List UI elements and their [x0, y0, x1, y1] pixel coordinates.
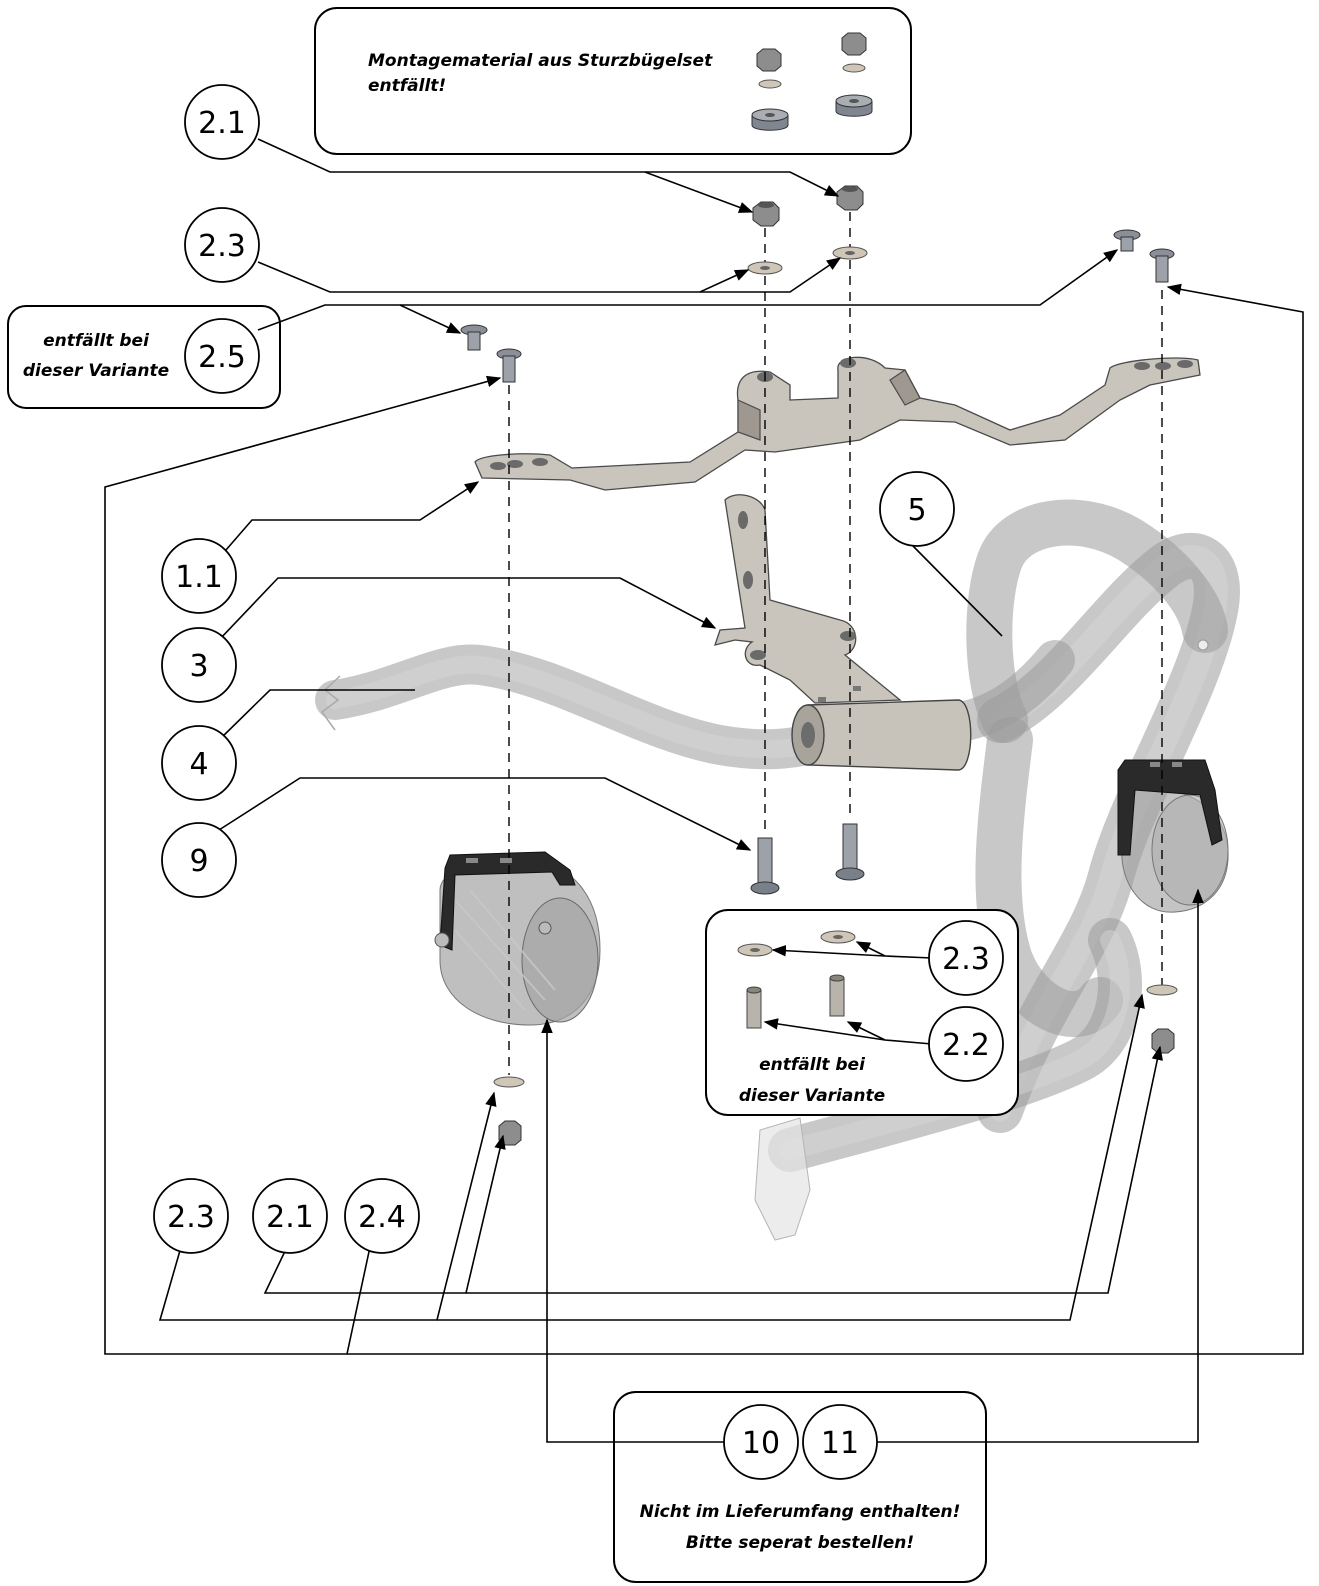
clamp-sleeve [791, 699, 972, 771]
svg-text:9: 9 [189, 844, 208, 879]
balloon-2-4: 2.4 [344, 1178, 420, 1254]
bracket-part-3 [714, 494, 902, 704]
icon-washer-1 [758, 79, 782, 89]
note-left-line2: dieser Variante [23, 361, 169, 381]
balloon-4: 4 [161, 725, 237, 801]
bolt-9-b [835, 823, 865, 881]
svg-text:1.1: 1.1 [175, 560, 223, 595]
lamp-left [434, 851, 601, 1026]
crash-bar-part-5 [754, 499, 1240, 1241]
washer-2-3-a [747, 261, 783, 275]
bolt-left-top [496, 348, 522, 383]
note-middle-line1: entfällt bei [759, 1055, 866, 1075]
note-left-line1: entfällt bei [43, 331, 150, 351]
balloon-5: 5 [879, 471, 955, 547]
nut-bottom-right [1151, 1028, 1175, 1054]
balloon-2-5: 2.5 [184, 318, 260, 394]
balloon-3: 3 [161, 627, 237, 703]
balloon-11: 11 [802, 1404, 878, 1480]
balloon-2-1-bottom: 2.1 [252, 1178, 328, 1254]
note-middle-line2: dieser Variante [739, 1086, 885, 1106]
note-top-line1: Montagematerial aus Sturzbügelset [368, 51, 713, 71]
icon-washer-mid-2 [820, 930, 856, 944]
hardware [460, 185, 1178, 1146]
icon-washer-2 [842, 63, 866, 73]
icon-bolt-mid-1 [746, 986, 762, 1029]
nut-2-1-a [752, 201, 780, 227]
note-top: Montagematerial aus Sturzbügelset entfäl… [314, 7, 912, 155]
bolt-right-top [1149, 248, 1175, 283]
svg-text:2.3: 2.3 [198, 229, 246, 264]
bolt-9-a [750, 837, 780, 895]
svg-text:2.1: 2.1 [198, 106, 246, 141]
svg-text:2.3: 2.3 [167, 1200, 215, 1235]
icon-spacer-1 [751, 108, 789, 131]
note-bottom-line1: Nicht im Lieferumfang enthalten! [640, 1502, 961, 1522]
icon-nut-1 [756, 48, 782, 72]
svg-text:2.3: 2.3 [942, 942, 990, 977]
nut-2-1-b [836, 185, 864, 211]
svg-text:2.1: 2.1 [266, 1200, 314, 1235]
note-bottom-line2: Bitte seperat bestellen! [686, 1533, 914, 1553]
note-top-line2: entfällt! [368, 76, 446, 96]
lamp-right [1117, 759, 1229, 913]
note-bottom: Nicht im Lieferumfang enthalten! Bitte s… [613, 1391, 987, 1583]
icon-washer-mid-1 [737, 943, 773, 957]
icon-nut-2 [841, 32, 867, 56]
svg-text:5: 5 [907, 493, 926, 528]
balloon-2-2: 2.2 [928, 1006, 1004, 1082]
washer-bottom-left [493, 1076, 525, 1088]
icon-spacer-2 [835, 94, 873, 117]
assembly-axes [508, 212, 1163, 1075]
svg-text:2.2: 2.2 [942, 1028, 990, 1063]
washer-2-3-b [832, 246, 868, 260]
balloon-2-1-top: 2.1 [184, 84, 260, 160]
svg-text:3: 3 [189, 649, 208, 684]
screw-2-5-a [460, 324, 488, 351]
balloon-9: 9 [161, 822, 237, 898]
balloon-2-3-mid: 2.3 [928, 920, 1004, 996]
balloon-2-3-top: 2.3 [184, 207, 260, 283]
tube-part-4 [315, 640, 1075, 770]
plate-part-1-1 [474, 356, 1201, 491]
balloons: 2.1 2.3 2.5 1.1 3 4 9 5 2.3 2.2 2.3 2.1 … [153, 84, 1004, 1480]
svg-text:2.4: 2.4 [358, 1200, 406, 1235]
screw-2-5-b [1113, 229, 1141, 252]
svg-text:10: 10 [742, 1426, 780, 1461]
balloon-10: 10 [723, 1404, 799, 1480]
svg-text:11: 11 [821, 1426, 859, 1461]
icon-bolt-mid-2 [829, 974, 845, 1017]
svg-text:4: 4 [189, 747, 208, 782]
washer-bottom-right [1146, 984, 1178, 996]
balloon-2-3-bottom: 2.3 [153, 1178, 229, 1254]
svg-text:2.5: 2.5 [198, 340, 246, 375]
balloon-1-1: 1.1 [161, 538, 237, 614]
leader-lines [104, 138, 1304, 1443]
